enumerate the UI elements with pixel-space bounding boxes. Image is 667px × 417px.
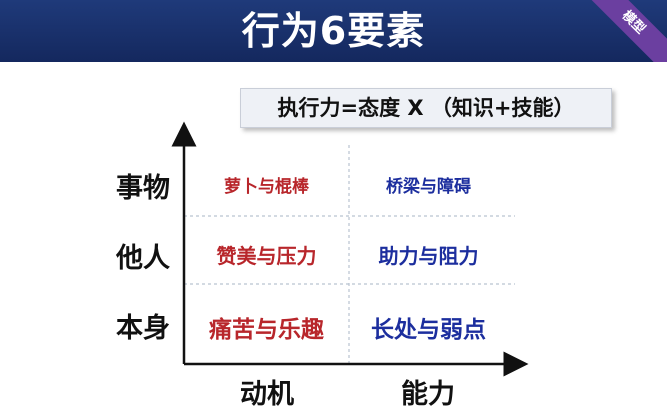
- formula-box: 执行力=态度 X （知识+技能）: [240, 88, 612, 128]
- cell-praise-and-pressure: 赞美与压力: [216, 244, 317, 268]
- row-label-things: 事物: [116, 173, 170, 204]
- cell-help-and-resistance: 助力与阻力: [378, 244, 479, 268]
- row-label-others: 他人: [116, 243, 170, 274]
- column-label-ability: 能力: [401, 379, 455, 410]
- column-label-motivation: 动机: [240, 379, 294, 410]
- header-banner: 行为6要素 模型: [0, 0, 667, 62]
- cell-carrot-and-stick: 萝卜与棍棒: [224, 177, 309, 197]
- row-label-self: 本身: [116, 313, 170, 344]
- page-title: 行为6要素: [241, 9, 426, 53]
- cell-strengths-and-weaknesses: 长处与弱点: [371, 317, 486, 343]
- cell-pain-and-pleasure: 痛苦与乐趣: [209, 317, 324, 343]
- cell-bridges-and-barriers: 桥梁与障碍: [386, 177, 471, 197]
